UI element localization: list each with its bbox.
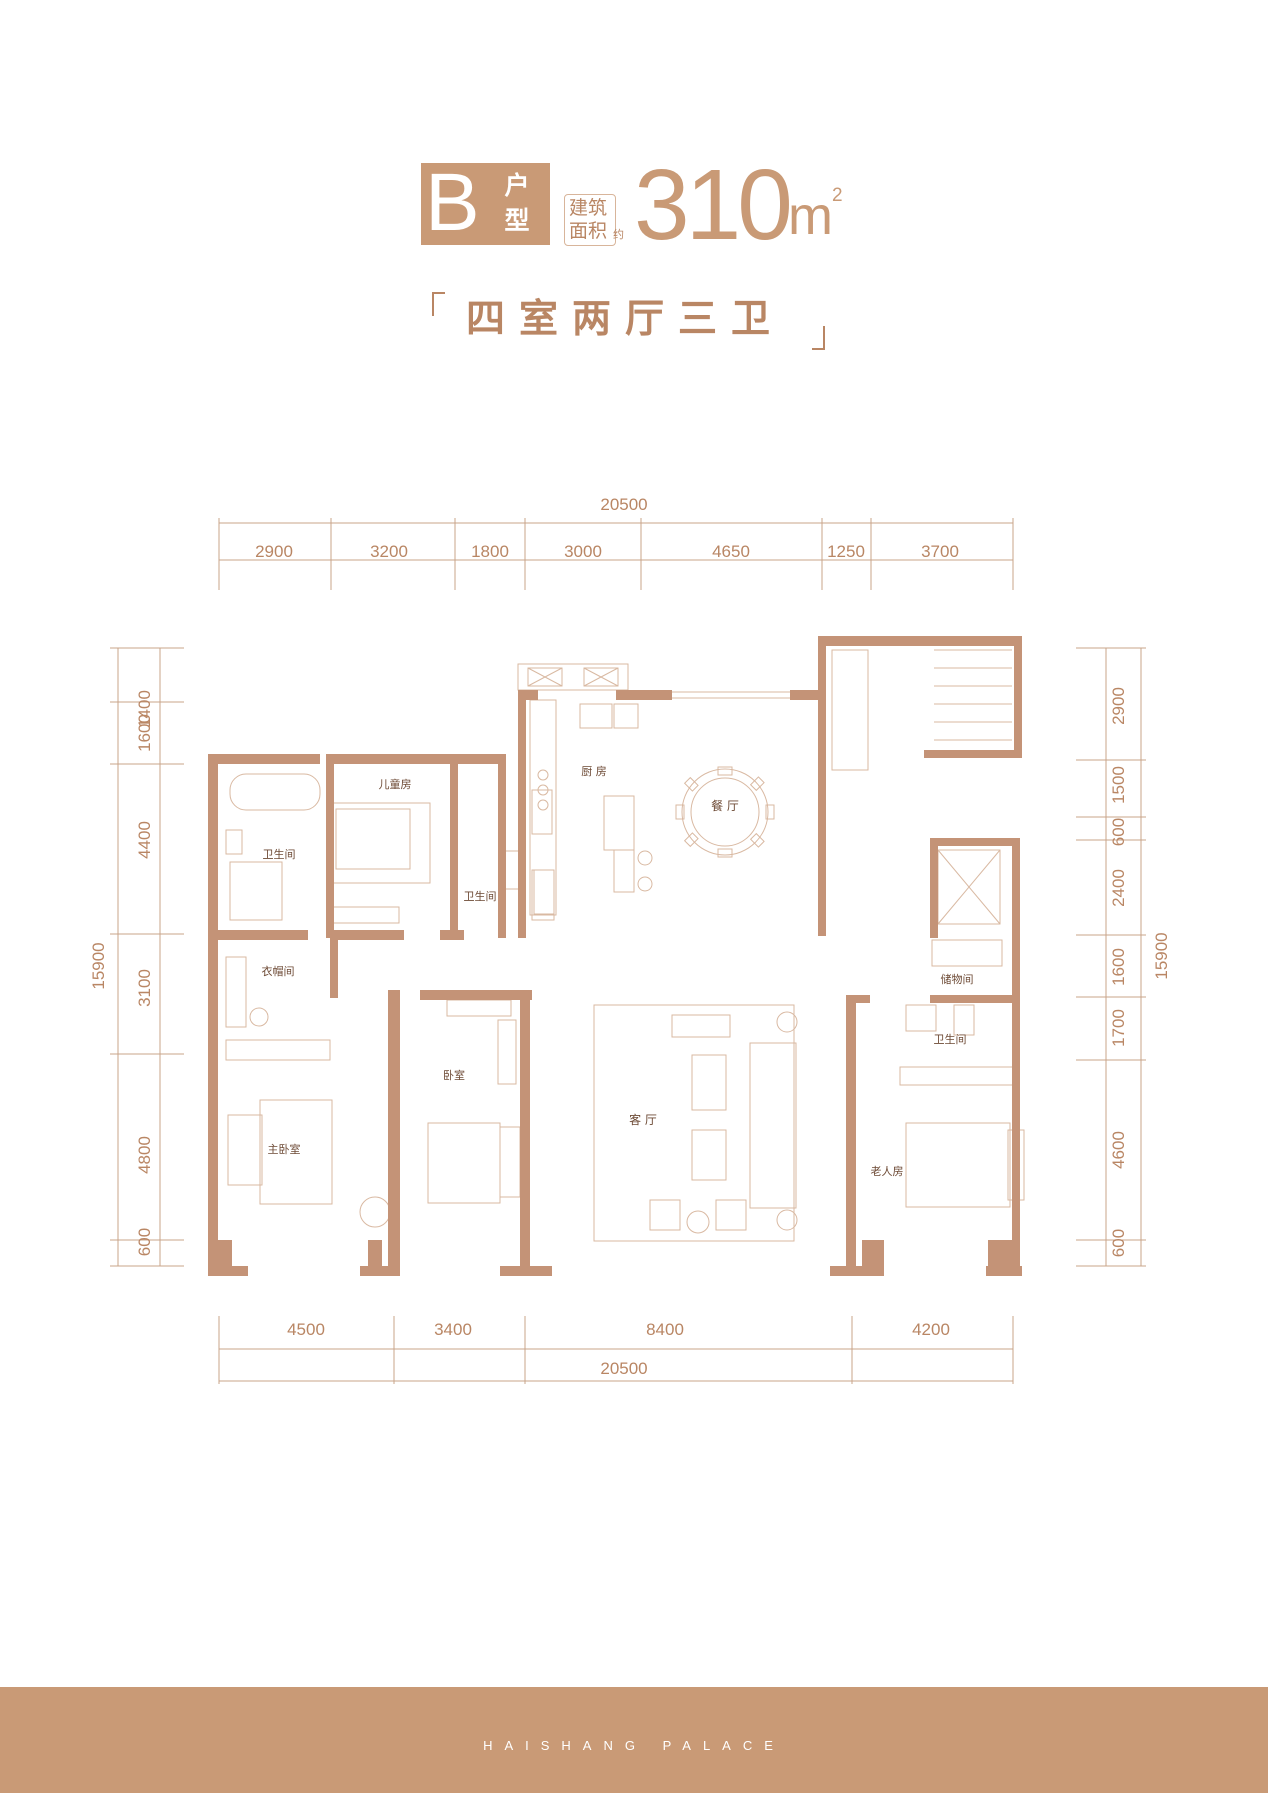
room-label-elder-room: 老人房	[871, 1165, 904, 1178]
area-approx: 约	[613, 228, 624, 241]
footer-band: HAISHANG PALACE	[0, 1687, 1268, 1793]
plan-walls	[208, 636, 1022, 1276]
dim-bottom-1: 4500	[287, 1320, 325, 1339]
room-label-bathroom-1: 卫生间	[263, 847, 296, 861]
dim-top-1: 2900	[255, 542, 293, 561]
dim-left-2: 1600	[135, 714, 154, 752]
dim-right-2: 1500	[1109, 766, 1128, 804]
area-label-line-1: 建筑	[569, 197, 608, 219]
dim-bottom-3: 8400	[646, 1320, 684, 1339]
floor-plan: 20500 2900 3200 1800 3000 4650 1250 3700…	[89, 495, 1171, 1384]
dim-bottom-4: 4200	[912, 1320, 950, 1339]
unit-type-badge: B 户 型	[421, 157, 550, 248]
area-unit-superscript: 2	[832, 185, 843, 206]
dim-bottom-total: 20500	[600, 1359, 647, 1378]
dim-right-total: 15900	[1152, 932, 1171, 979]
unit-type-letter: B	[425, 157, 480, 248]
dim-top-5: 4650	[712, 542, 750, 561]
room-label-bedroom: 卧室	[443, 1068, 465, 1082]
room-label-living: 客 厅	[629, 1112, 657, 1127]
dim-top-3: 1800	[471, 542, 509, 561]
room-label-bathroom-3: 卫生间	[934, 1032, 967, 1046]
dim-left-4: 3100	[135, 969, 154, 1007]
dim-bottom-2: 3400	[434, 1320, 472, 1339]
dim-right-5: 1600	[1109, 948, 1128, 986]
area-label-box: 建筑 面积	[564, 194, 616, 246]
area-label-line-2: 面积	[569, 220, 608, 242]
dim-top-6: 1250	[827, 542, 865, 561]
dim-top-total: 20500	[600, 495, 647, 514]
dim-left-1: 1400	[135, 690, 154, 728]
dim-top-7: 3700	[921, 542, 959, 561]
dimension-lines	[110, 518, 1146, 1384]
dim-left-5: 4800	[135, 1136, 154, 1174]
unit-type-word-1: 户	[504, 171, 530, 200]
dim-right-7: 4600	[1109, 1131, 1128, 1169]
dim-right-6: 1700	[1109, 1009, 1128, 1047]
dim-right-1: 2900	[1109, 687, 1128, 725]
dim-top-4: 3000	[564, 542, 602, 561]
title-bracket-left	[432, 292, 445, 316]
dim-right-8: 600	[1109, 1229, 1128, 1257]
dim-left-3: 4400	[135, 821, 154, 859]
plan-details	[225, 649, 1025, 1242]
room-label-children: 儿童房	[379, 777, 412, 791]
dim-top-2: 3200	[370, 542, 408, 561]
dim-left-total: 15900	[89, 942, 108, 989]
layout-title: 四室两厅三卫	[466, 297, 785, 342]
room-label-master-bedroom: 主卧室	[268, 1142, 301, 1156]
room-label-bathroom-2: 卫生间	[464, 889, 497, 903]
room-label-storage: 储物间	[941, 972, 974, 986]
dim-left-6: 600	[135, 1228, 154, 1256]
area-value: 310	[634, 149, 793, 261]
room-label-dining: 餐 厅	[711, 798, 739, 813]
unit-type-word-2: 型	[504, 206, 530, 235]
dim-right-3: 600	[1109, 818, 1128, 846]
room-label-cloakroom: 衣帽间	[262, 964, 295, 978]
room-label-kitchen: 厨 房	[581, 765, 607, 778]
area-unit: m	[788, 186, 833, 246]
dim-right-4: 2400	[1109, 869, 1128, 907]
footer-brand: HAISHANG PALACE	[483, 1738, 785, 1753]
title-bracket-right	[812, 326, 825, 350]
